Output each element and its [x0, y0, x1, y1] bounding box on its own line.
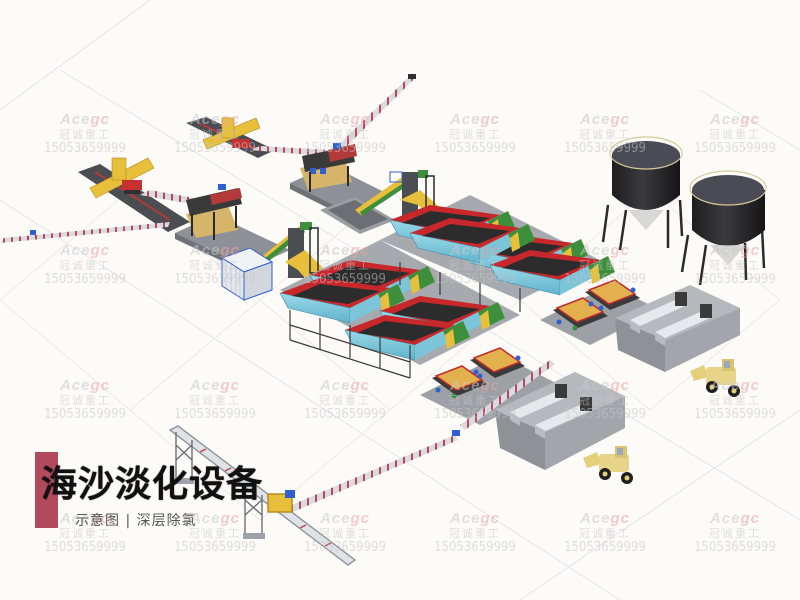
gantry-stacker — [168, 425, 357, 566]
wheel-loader-lower — [583, 446, 633, 484]
steel-frames — [289, 262, 521, 379]
storage-silo-right — [680, 170, 767, 286]
title-block: 海沙淡化设备 示意图 | 深层除氯 — [35, 452, 335, 532]
wheel-loader-upper — [690, 359, 740, 397]
belt-conveyor-inclined — [335, 76, 415, 148]
belt-conveyor-2 — [250, 146, 330, 156]
title-accent-bar — [35, 452, 58, 528]
belt-conveyor-output — [280, 435, 458, 516]
filter-press-lower — [495, 372, 625, 470]
belt-conveyor-left — [0, 222, 170, 243]
site-office-container — [220, 247, 274, 301]
dewatering-platform-lower — [420, 355, 560, 425]
dewatering-screens — [432, 279, 640, 399]
feed-hopper-left — [78, 157, 190, 232]
feed-hopper-top — [186, 117, 275, 158]
storage-silo-left — [601, 136, 684, 251]
spiral-washers — [279, 205, 615, 361]
filter-press-upper — [615, 285, 740, 372]
belt-conveyor-transfer — [460, 360, 555, 430]
page-subtitle: 示意图 | 深层除氯 — [75, 513, 197, 529]
page-title: 海沙淡化设备 — [41, 463, 264, 505]
bucket-elevator-left — [255, 222, 325, 278]
settling-tank — [320, 197, 395, 234]
